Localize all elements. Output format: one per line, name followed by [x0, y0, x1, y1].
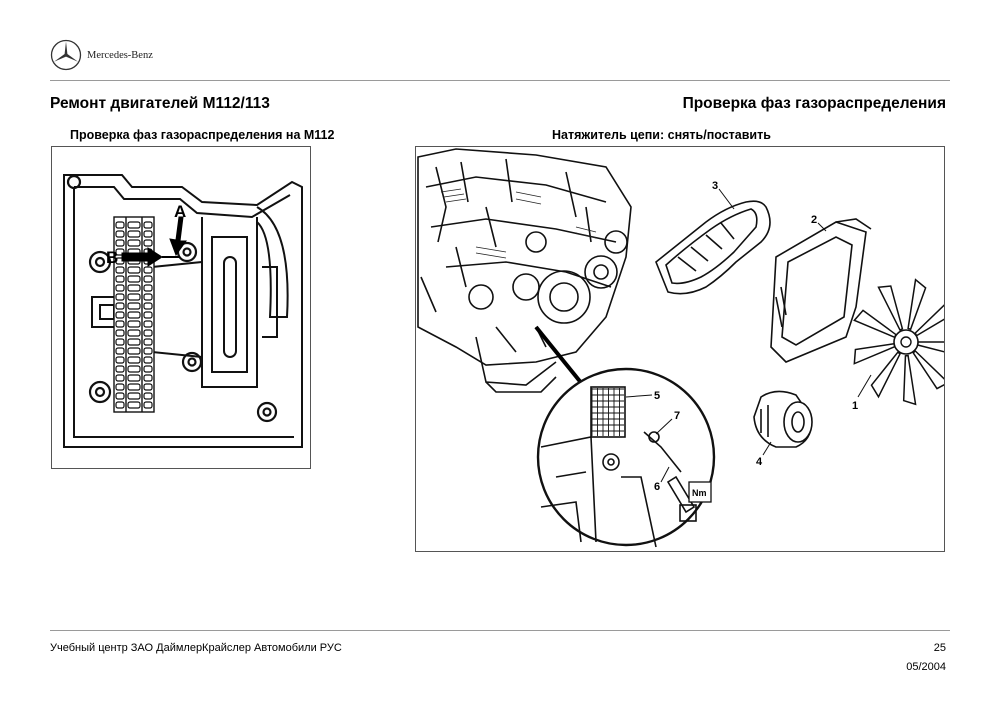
part-label-5: 5 — [654, 390, 660, 402]
timing-check-figure: B A — [51, 146, 311, 469]
label-b: B — [106, 248, 118, 267]
timing-check-drawing: B A — [63, 174, 303, 448]
header-divider — [50, 80, 950, 81]
footer-divider — [50, 630, 950, 631]
footer-date: 05/2004 — [906, 661, 946, 673]
figure-left-caption: Проверка фаз газораспределения на М112 — [70, 128, 335, 142]
brand-logo: Mercedes-Benz — [50, 38, 153, 72]
part-label-2: 2 — [811, 214, 817, 226]
part-label-4: 4 — [756, 456, 763, 468]
part-label-3: 3 — [712, 180, 718, 192]
figure-right-caption: Натяжитель цепи: снять/поставить — [552, 128, 771, 142]
part-label-6: 6 — [654, 481, 660, 493]
footer-organization: Учебный центр ЗАО ДаймлерКрайслер Автомо… — [50, 642, 342, 654]
part-label-1: 1 — [852, 400, 858, 412]
section-title: Проверка фаз газораспределения — [682, 95, 946, 112]
mercedes-star-icon — [50, 39, 82, 71]
part-label-7: 7 — [674, 410, 680, 422]
label-nm: Nm — [692, 488, 707, 498]
chain-tensioner-drawing: Nm — [417, 148, 944, 548]
brand-name: Mercedes-Benz — [87, 49, 153, 61]
label-a: A — [174, 202, 186, 221]
page-title: Ремонт двигателей М112/113 — [50, 95, 270, 112]
page-number: 25 — [933, 642, 946, 654]
chain-tensioner-figure: Nm — [415, 146, 945, 552]
